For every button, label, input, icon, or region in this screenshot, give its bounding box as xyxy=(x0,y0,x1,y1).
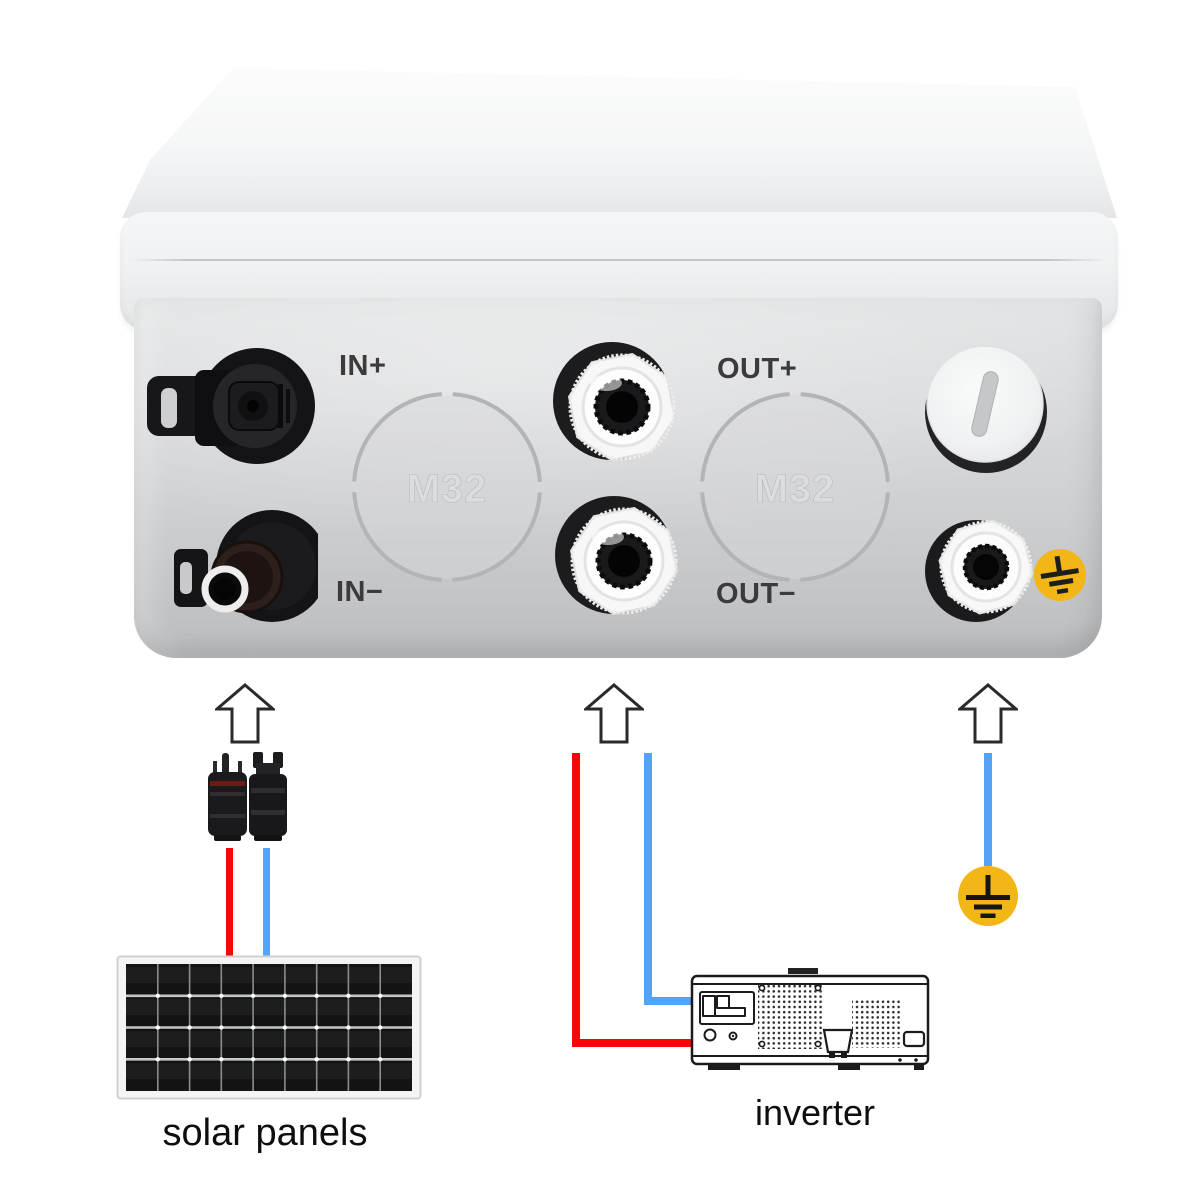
blank-screw-plug-icon xyxy=(925,345,1047,473)
wire-inverter-positive-horizontal xyxy=(572,1039,694,1047)
cable-gland-out-minus-icon xyxy=(555,496,678,615)
mc4-connector-pair-icon xyxy=(208,752,287,841)
mc4-connector-in-plus-icon xyxy=(147,348,315,464)
knockout-m32-left: M32 xyxy=(352,392,542,582)
wire-inverter-negative-horizontal xyxy=(644,997,694,1005)
caption-inverter: inverter xyxy=(754,1092,876,1133)
caption-solar-panels: solar panels xyxy=(162,1112,368,1154)
wire-inverter-negative-vertical xyxy=(644,753,652,1005)
ground-symbol-icon xyxy=(958,866,1018,926)
cable-gland-out-plus-icon xyxy=(553,342,676,461)
knockout-m32-label: M32 xyxy=(755,467,836,511)
inverter-image xyxy=(690,968,930,1070)
cable-gland-ground-icon xyxy=(925,519,1034,622)
label-in-plus: IN+ xyxy=(339,350,387,382)
knockout-m32-label: M32 xyxy=(407,467,488,511)
label-out-minus: OUT− xyxy=(716,578,797,610)
box-lid-top xyxy=(122,68,1117,218)
wire-solar-positive xyxy=(226,848,233,960)
ground-sticker-icon xyxy=(1034,549,1086,601)
up-arrow-icon-middle xyxy=(584,683,644,744)
knockout-m32-right: M32 xyxy=(700,392,890,582)
label-out-plus: OUT+ xyxy=(717,353,798,385)
wire-solar-negative xyxy=(263,848,270,960)
label-in-minus: IN− xyxy=(336,576,384,608)
up-arrow-icon-left xyxy=(215,683,275,744)
mc4-connector-in-minus-icon xyxy=(174,510,318,622)
up-arrow-icon-right xyxy=(958,683,1018,744)
wire-ground xyxy=(984,753,992,866)
wire-inverter-positive-vertical xyxy=(572,753,580,1047)
solar-panel-image xyxy=(116,955,422,1100)
